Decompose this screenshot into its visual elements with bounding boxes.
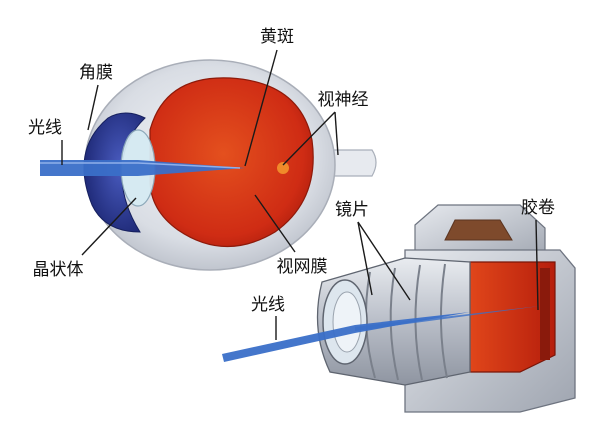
eye-light-ray-highlight bbox=[40, 162, 241, 169]
leader-lens-eye bbox=[81, 197, 137, 256]
label-retina: 视网膜 bbox=[277, 257, 328, 277]
lens-ring-4 bbox=[439, 263, 448, 379]
leader-lines bbox=[61, 49, 539, 340]
leader-cornea bbox=[87, 84, 99, 131]
camera-illustration bbox=[222, 204, 576, 413]
leader-optic-nerve-1 bbox=[282, 111, 336, 166]
label-light-camera: 光线 bbox=[251, 295, 285, 315]
labels: 黄斑 角膜 光线 视神经 晶状体 视网膜 镜片 胶卷 光线 bbox=[28, 27, 555, 315]
film-strip bbox=[540, 268, 550, 360]
label-cornea: 角膜 bbox=[79, 63, 113, 83]
lens-ring-3 bbox=[414, 264, 423, 381]
label-macula: 黄斑 bbox=[260, 27, 294, 47]
eye-illustration bbox=[40, 59, 377, 271]
leader-retina bbox=[254, 194, 296, 253]
macula-spot bbox=[277, 162, 289, 174]
camera-light-ray-inner bbox=[355, 306, 540, 331]
label-film: 胶卷 bbox=[521, 198, 555, 218]
leader-lens-camera-1 bbox=[357, 221, 373, 296]
retina-chamber bbox=[149, 77, 314, 248]
leader-film bbox=[535, 219, 539, 311]
label-lens-camera: 镜片 bbox=[335, 200, 369, 220]
lens-front-glass-inner bbox=[332, 291, 362, 353]
leader-lens-camera-2 bbox=[357, 221, 411, 301]
label-optic-nerve: 视神经 bbox=[318, 90, 369, 110]
leader-macula bbox=[244, 49, 278, 167]
label-lens-eye: 晶状体 bbox=[33, 260, 84, 280]
label-light-eye: 光线 bbox=[28, 118, 62, 138]
camera-prism-cut bbox=[444, 219, 513, 241]
eye-light-ray bbox=[40, 160, 245, 176]
leader-optic-nerve-2 bbox=[334, 111, 339, 156]
